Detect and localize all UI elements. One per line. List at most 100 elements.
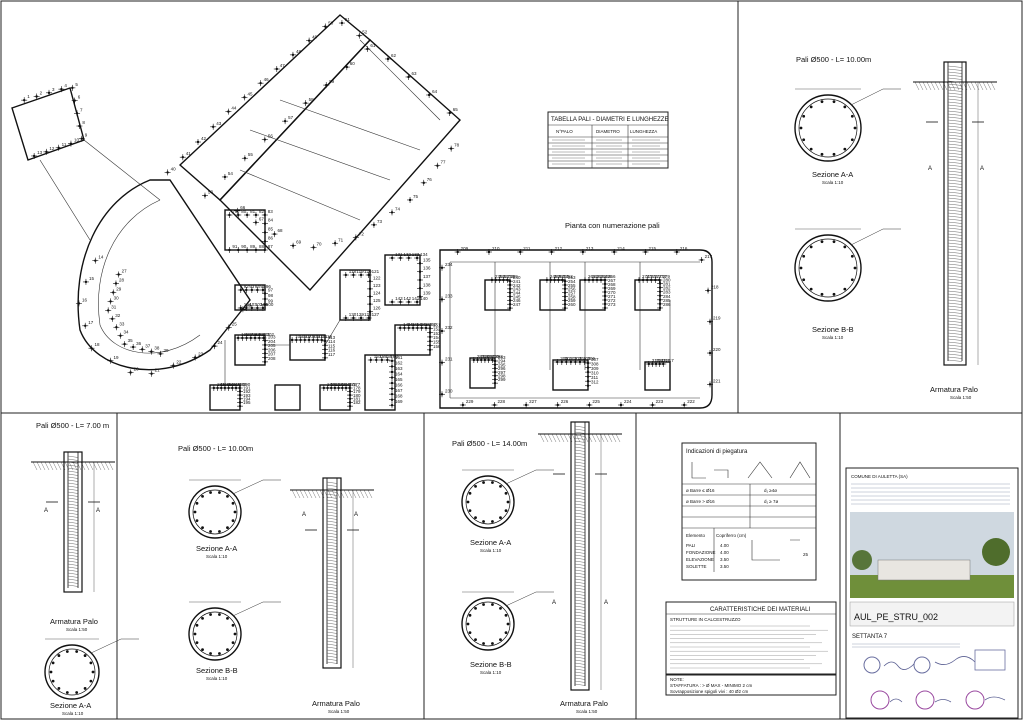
pile-marker: 159 (378, 354, 393, 363)
pile-number: 110 (316, 334, 324, 339)
pile-number: 68 (278, 228, 284, 233)
pile-number: 158 (379, 354, 387, 359)
pile-number: 9 (85, 133, 88, 138)
pile-marker: 2 (33, 90, 43, 100)
pile-marker: 294 (492, 359, 506, 368)
pile-marker: 216 (673, 246, 688, 255)
pile-number: 171 (331, 382, 339, 387)
pile-number: 49 (312, 35, 318, 40)
pile-number: 198 (250, 332, 258, 337)
pile-number: 69 (296, 240, 302, 245)
title-block-tavola: SETTANTA 7 (852, 634, 888, 640)
pile-marker: 90 (235, 244, 247, 253)
pile-number: 7 (80, 107, 83, 112)
pile-marker: 267 (602, 278, 616, 287)
pile-marker: 81 (244, 209, 256, 218)
pile-marker: 211 (517, 246, 531, 255)
pile-marker: 122 (367, 275, 381, 285)
pile-number: 10 (74, 138, 80, 143)
pile-number: 220 (713, 347, 721, 352)
pile-marker: 59 (323, 79, 335, 89)
pile-number: 109 (312, 334, 320, 339)
pile-number: 98 (268, 293, 274, 298)
pile-marker: 168 (389, 394, 403, 403)
pile-marker: 175 (339, 382, 353, 391)
pile-marker: 11 (55, 142, 67, 151)
pile-number: 18 (94, 342, 100, 347)
plan-title: Pianta con numerazione pali (565, 221, 660, 230)
element-2-value: 4.00 (720, 550, 729, 555)
pile-number: 87 (268, 244, 274, 249)
pile-number: 133 (412, 252, 420, 257)
section-bb-bottom-10 (188, 601, 281, 661)
bending-value-25: 25 (803, 552, 809, 557)
pile-marker: 169 (389, 399, 403, 409)
pile-marker: 312 (585, 380, 599, 389)
pile-number: 247 (513, 302, 521, 307)
pile-number: 55 (248, 152, 254, 157)
pile-marker: 150 (423, 322, 437, 331)
pile-number: 37 (145, 343, 151, 348)
pile-number: 279 (662, 274, 670, 279)
pile-number: 141 (412, 296, 420, 301)
pile-number: 34 (123, 330, 129, 335)
pile-number: 228 (498, 399, 506, 404)
pile-number: 302 (569, 356, 577, 361)
element-3-value: 3.50 (720, 557, 729, 562)
pile-marker: 51 (338, 17, 351, 27)
pile-number: 225 (592, 399, 600, 404)
pile-marker: 254 (562, 279, 576, 288)
section-aa-l7 (44, 638, 139, 700)
pile-number: 164 (395, 372, 403, 377)
pile-number: 102 (255, 302, 263, 307)
pile-marker: 7 (74, 107, 83, 117)
pile-number: 260 (568, 302, 576, 307)
pile-number: 28 (119, 277, 125, 282)
pile-marker: 128 (358, 312, 372, 321)
pile-number: 160 (390, 354, 398, 359)
pile-number: 197 (245, 332, 253, 337)
pile-marker: 62 (384, 53, 397, 62)
pile-number: 182 (353, 400, 361, 405)
pile-number: 190 (243, 382, 251, 387)
pile-number: 251 (561, 274, 569, 279)
pile-marker: 140 (414, 296, 428, 305)
pile-marker: 137 (417, 274, 431, 283)
pile-marker: 117 (322, 352, 336, 361)
pile-marker: 305 (576, 356, 591, 365)
pile-number: 4 (64, 83, 67, 88)
pile-number: 38 (154, 346, 160, 351)
pile-number: 226 (561, 399, 569, 404)
pile-marker: 58 (302, 97, 314, 107)
pile-number: 211 (523, 246, 531, 251)
pile-number: 183 (217, 382, 225, 387)
pile-number: 163 (395, 366, 403, 371)
pile-number: 207 (268, 352, 276, 357)
pile-marker: 158 (373, 354, 387, 363)
detail-l14: Pali Ø500 - L= 14.00m Sezione A-A Scala … (452, 421, 622, 714)
pile-number: 48 (296, 49, 302, 54)
pile-number: 51 (345, 17, 351, 22)
pile-number: 206 (268, 347, 276, 352)
pile-number: 174 (342, 382, 350, 387)
pile-marker: 144 (397, 322, 411, 331)
pile-marker: 85 (262, 227, 274, 236)
pile-number: 233 (445, 293, 453, 298)
pile-marker: 209 (454, 246, 469, 255)
pile-number: 186 (228, 382, 236, 387)
pile-marker: 67 (252, 216, 264, 226)
pile-number: 167 (395, 388, 403, 393)
pile-marker: 12 (43, 146, 55, 155)
pile-number: 215 (649, 246, 657, 251)
p10-top-armatura: Armatura Palo (930, 385, 978, 394)
pile-number: 191 (243, 385, 251, 390)
pile-marker: 86 (262, 235, 274, 245)
pile-number: 62 (391, 53, 397, 58)
title-block-comune: COMUNE DI AULETTA (SA) (851, 474, 908, 479)
detail-l7: Pali Ø500 - L= 7.00 m Armatura Palo Scal… (31, 421, 139, 716)
pile-marker: 93 (243, 284, 255, 293)
pile-marker: 40 (164, 166, 176, 176)
pile-number: 36 (136, 341, 142, 346)
